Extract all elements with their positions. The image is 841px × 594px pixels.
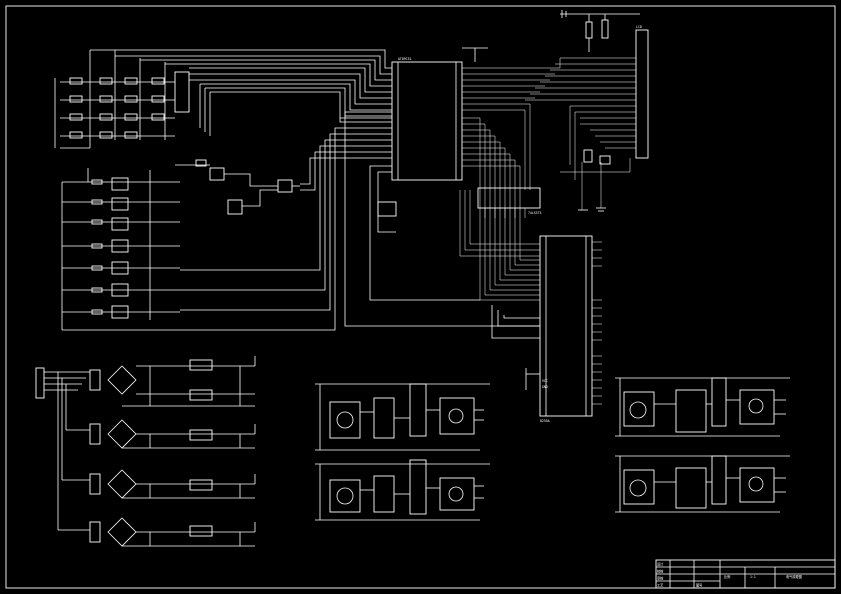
latch-label: 74LS373 xyxy=(528,211,542,215)
top-supply xyxy=(560,10,640,52)
mcu-top-label: AT89C51 xyxy=(398,57,412,61)
scale-label: 比例 xyxy=(724,574,730,579)
scale-value: 1:1 xyxy=(750,575,756,579)
drawing-title: 电气原理图 xyxy=(786,574,802,579)
mcu-right: 8255A VCC GND xyxy=(525,235,602,423)
left-bus xyxy=(180,111,540,331)
driver-circuit-3 xyxy=(615,377,790,437)
lcd-label: LCD xyxy=(636,25,642,29)
title-row-4: 工艺 xyxy=(657,583,663,588)
vertical-bus xyxy=(479,104,531,300)
opto-input-rows xyxy=(61,168,180,331)
title-row-3: 审核 xyxy=(657,576,664,581)
crystal-block xyxy=(560,106,631,212)
mcu-top-pins xyxy=(462,67,560,167)
driver-circuit-4 xyxy=(615,455,790,513)
title-row-1: 设计 xyxy=(657,562,664,567)
driver-circuit-1 xyxy=(315,383,490,451)
mcu-right-label: 8255A xyxy=(540,419,550,423)
vcc-label: VCC xyxy=(542,379,548,383)
lcd-connector: LCD xyxy=(525,25,649,159)
title-small-cell: 图号 xyxy=(696,583,702,588)
latch-chip: 74LS373 xyxy=(477,187,542,218)
title-row-2: 校核 xyxy=(657,569,664,574)
bus-lines-top xyxy=(90,49,392,136)
drawing-border xyxy=(5,5,836,589)
input-matrix-block xyxy=(54,50,190,149)
gate-block xyxy=(175,159,300,215)
gnd-label: GND xyxy=(542,385,548,389)
driver-circuit-2 xyxy=(315,459,490,521)
title-block: 设计 校核 审核 工艺 图号 比例 1:1 电气原理图 xyxy=(655,559,836,589)
power-supply-block xyxy=(35,356,256,547)
mcu-top: AT89C51 xyxy=(391,47,488,181)
